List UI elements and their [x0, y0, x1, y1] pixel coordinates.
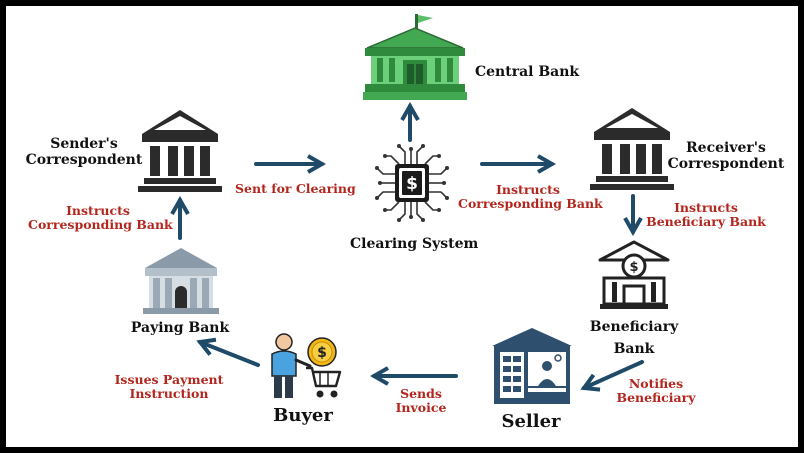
arrow-buyer-to-paying	[196, 337, 260, 367]
notifies-beneficiary-line-1: Notifies	[628, 376, 684, 391]
bank-building-green-icon	[363, 14, 467, 100]
senders-correspondent-label: Sender's Correspondent	[22, 136, 146, 168]
issues-payment-instruction-label: Issues Payment Instruction	[108, 372, 230, 402]
instructs-right-line-1: Instructs	[496, 182, 560, 197]
notifies-beneficiary-label: Notifies Beneficiary	[610, 376, 702, 406]
bank-building-icon-receiver	[590, 108, 674, 190]
sends-invoice-line-1: Sends	[400, 386, 442, 401]
bank-dollar-icon: $	[598, 240, 670, 309]
instructs-left-line-1: Instructs	[66, 203, 130, 218]
paying-bank-label: Paying Bank	[130, 320, 230, 336]
instructs-beneficiary-line-1: Instructs	[674, 200, 738, 215]
arrow-beneficiary-to-seller	[580, 360, 644, 392]
instructs-right-line-2: Corresponding Bank	[458, 196, 603, 212]
instructs-corresponding-bank-left-label: Instructs Corresponding Bank	[28, 203, 173, 233]
sends-invoice-line-2: Invoice	[395, 400, 447, 416]
senders-correspondent-line-1: Sender's	[50, 136, 118, 152]
buyer-label: Buyer	[273, 405, 333, 426]
instructs-left-line-2: Corresponding Bank	[28, 217, 173, 233]
receivers-correspondent-line-2: Correspondent	[667, 156, 785, 173]
instructs-beneficiary-line-2: Beneficiary Bank	[646, 214, 766, 230]
sent-for-clearing-label: Sent for Clearing	[235, 181, 356, 196]
shopper-with-cart-icon: $	[271, 333, 342, 398]
senders-correspondent-line-2: Correspondent	[25, 152, 143, 169]
sends-invoice-label: Sends Invoice	[382, 386, 460, 416]
clearing-system-label: Clearing System	[350, 236, 479, 252]
svg-text:$: $	[629, 260, 638, 275]
receivers-correspondent-label: Receiver's Correspondent	[664, 140, 788, 172]
instructs-beneficiary-bank-label: Instructs Beneficiary Bank	[640, 200, 772, 230]
bank-building-gray-icon	[143, 248, 219, 314]
seller-label: Seller	[501, 411, 561, 432]
issues-payment-line-1: Issues Payment	[114, 372, 224, 387]
beneficiary-bank-line-2: Bank	[613, 340, 655, 357]
notifies-beneficiary-line-2: Beneficiary	[616, 390, 696, 406]
svg-text:$: $	[317, 345, 327, 361]
central-bank-label: Central Bank	[475, 64, 580, 80]
receivers-correspondent-line-1: Receiver's	[686, 140, 766, 156]
issues-payment-line-2: Instruction	[129, 386, 209, 402]
dollar-chip-circuit-icon: $	[375, 144, 449, 222]
shop-storefront-icon	[492, 328, 572, 404]
beneficiary-bank-label: Beneficiary Bank	[574, 317, 694, 360]
bank-building-icon	[138, 110, 222, 192]
svg-text:$: $	[406, 174, 418, 194]
beneficiary-bank-line-1: Beneficiary	[589, 319, 679, 335]
instructs-corresponding-bank-right-label: Instructs Corresponding Bank	[458, 182, 603, 212]
